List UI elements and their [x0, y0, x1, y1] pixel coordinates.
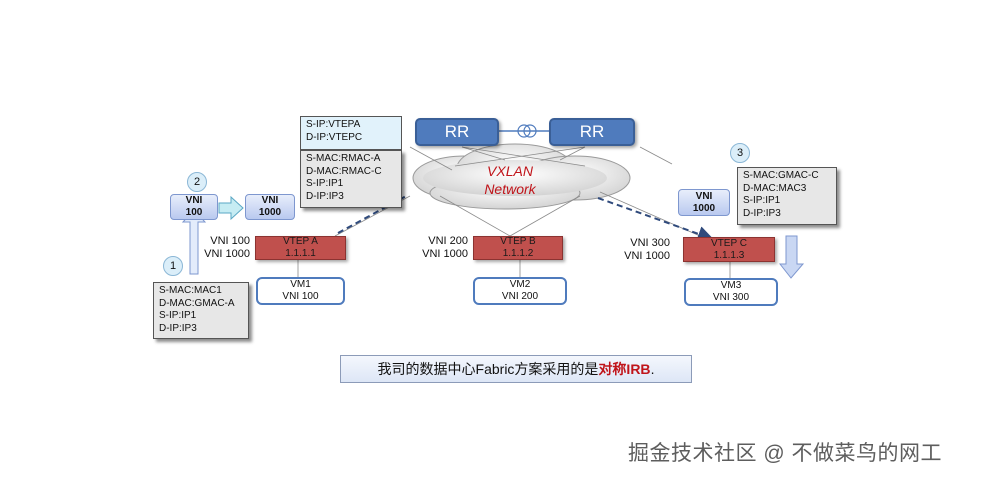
step-3-header-line: D-IP:IP3: [743, 207, 781, 219]
vm3-vni: VNI 300: [712, 292, 750, 303]
step-3-number: 3: [736, 147, 744, 159]
vni-box-line: VNI: [695, 190, 713, 202]
caption-box: 我司的数据中心Fabric方案采用的是对称IRB.: [340, 355, 692, 383]
vni-box-line: VNI: [261, 195, 279, 206]
vxlan-cloud-shape: [412, 143, 631, 210]
vtep-a: VTEP A 1.1.1.1: [255, 236, 346, 260]
vtep-c-ip: 1.1.1.3: [713, 249, 745, 261]
step-3-badge: 3: [730, 143, 750, 163]
vni-box-line: VNI: [185, 195, 203, 206]
down-arrow-icon: [778, 235, 805, 279]
outer-header-box: S-IP:VTEPA D-IP:VTEPC: [300, 116, 402, 150]
vtep-b: VTEP B 1.1.1.2: [473, 236, 563, 260]
inner-header-box: S-MAC:RMAC-A D-MAC:RMAC-C S-IP:IP1 D-IP:…: [300, 150, 402, 208]
rr-left-label: RR: [444, 122, 470, 141]
flow-dashed-left: [337, 194, 409, 234]
vni-100-box: VNI 100: [170, 194, 218, 220]
vtep-b-vni-2: VNI 1000: [422, 248, 468, 260]
vni-1000-box-a: VNI 1000: [245, 194, 295, 220]
vni-box-line: 100: [185, 207, 203, 218]
step-1-number: 1: [169, 260, 177, 272]
vm3-name: VM3: [720, 280, 742, 291]
vtep-a-name: VTEP A: [283, 236, 318, 247]
vni-1000-box-c: VNI 1000: [678, 189, 730, 216]
vm2-box: VM2 VNI 200: [473, 277, 567, 305]
vtep-b-vni-1: VNI 200: [428, 235, 468, 247]
cloud-line-1: VXLAN: [487, 163, 533, 179]
vtep-c: VTEP C 1.1.1.3: [683, 237, 775, 262]
mesh-lines: [297, 146, 731, 278]
vm2-name: VM2: [509, 279, 531, 290]
vtep-a-ip: 1.1.1.1: [285, 248, 316, 259]
vtep-c-vni-1: VNI 300: [630, 237, 670, 249]
outer-header-line: D-IP:VTEPC: [306, 131, 363, 143]
step-3-header-line: S-MAC:GMAC-C: [743, 170, 819, 181]
vxlan-network-label: VXLAN Network: [470, 162, 550, 198]
step-2-badge: 2: [187, 172, 207, 192]
rr-right-label: RR: [579, 122, 605, 141]
vtep-b-ip: 1.1.1.2: [502, 248, 534, 259]
vm2-vni: VNI 200: [501, 291, 539, 302]
rr-link-ring-left: [517, 124, 531, 138]
route-reflector-left: RR: [415, 118, 499, 146]
outer-header-line: S-IP:VTEPA: [306, 119, 361, 130]
vtep-c-vni-labels: VNI 300 VNI 1000: [610, 237, 670, 263]
rr-link-ring-right: [523, 124, 537, 138]
inner-header-line: S-IP:IP1: [306, 178, 344, 189]
vm1-name: VM1: [290, 279, 311, 290]
vtep-b-name: VTEP B: [500, 236, 536, 247]
step-3-header-box: S-MAC:GMAC-C D-MAC:MAC3 S-IP:IP1 D-IP:IP…: [737, 167, 837, 225]
step-3-header-line: S-IP:IP1: [743, 195, 781, 206]
vni-box-line: 1000: [258, 207, 282, 218]
inner-header-line: D-MAC:RMAC-C: [306, 165, 382, 177]
step-3-header-line: D-MAC:MAC3: [743, 182, 807, 194]
vtep-a-vni-labels: VNI 100 VNI 1000: [194, 235, 250, 261]
inner-header-line: D-IP:IP3: [306, 190, 344, 202]
step-1-header-line: D-MAC:GMAC-A: [159, 297, 235, 309]
caption-end: .: [650, 361, 655, 377]
right-arrow-icon: [218, 195, 244, 221]
vtep-c-name: VTEP C: [711, 237, 747, 249]
vm3-box: VM3 VNI 300: [684, 278, 778, 306]
caption-highlight: 对称IRB: [598, 361, 651, 377]
vtep-c-vni-2: VNI 1000: [624, 250, 670, 262]
inner-header-line: S-MAC:RMAC-A: [306, 153, 381, 164]
vni-box-line: 1000: [692, 202, 716, 214]
step-1-badge: 1: [163, 256, 183, 276]
vtep-a-vni-2: VNI 1000: [204, 248, 250, 260]
step-1-header-line: S-IP:IP1: [159, 310, 197, 321]
vm1-box: VM1 VNI 100: [256, 277, 345, 305]
watermark-text: 掘金技术社区 @ 不做菜鸟的网工: [628, 442, 942, 465]
vtep-a-vni-1: VNI 100: [210, 235, 250, 247]
vtep-b-vni-labels: VNI 200 VNI 1000: [408, 235, 468, 261]
step-1-header-line: S-MAC:MAC1: [159, 285, 222, 296]
caption-text: 我司的数据中心Fabric方案采用的是: [377, 361, 599, 377]
step-1-header-line: D-IP:IP3: [159, 322, 197, 334]
step-1-header-box: S-MAC:MAC1 D-MAC:GMAC-A S-IP:IP1 D-IP:IP…: [153, 282, 249, 339]
step-2-number: 2: [193, 176, 201, 188]
route-reflector-right: RR: [549, 118, 635, 146]
cloud-line-2: Network: [484, 181, 536, 197]
vm1-vni: VNI 100: [282, 291, 319, 302]
